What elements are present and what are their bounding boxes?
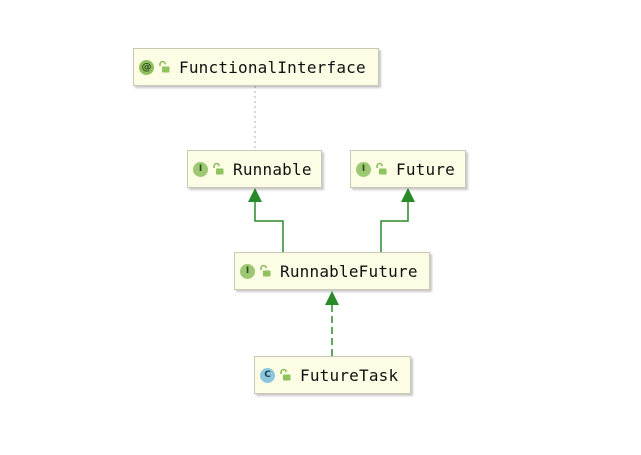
- unlocked-public-icon: [260, 264, 271, 277]
- node-label: Runnable: [233, 159, 312, 179]
- unlocked-public-icon: [159, 60, 170, 73]
- edge-futuretask-implements-runnablefuture-arrowhead: [325, 291, 339, 305]
- interface-icon: I: [240, 263, 255, 279]
- unlocked-public-icon: [280, 368, 291, 381]
- edge-runnablefuture-extends-future: [380, 200, 409, 252]
- node-label: FunctionalInterface: [179, 57, 366, 77]
- node-runnable-future[interactable]: I RunnableFuture: [234, 252, 430, 290]
- unlocked-public-icon: [376, 162, 387, 175]
- node-functional-interface[interactable]: @ FunctionalInterface: [133, 48, 379, 86]
- interface-icon: I: [356, 161, 371, 177]
- node-label: FutureTask: [300, 365, 399, 385]
- node-label: RunnableFuture: [280, 261, 418, 281]
- edge-runnablefuture-extends-runnable: [254, 200, 284, 252]
- edge-runnablefuture-extends-future-arrowhead: [401, 188, 415, 202]
- node-label: Future: [396, 159, 455, 179]
- class-icon: C: [260, 367, 275, 383]
- node-runnable[interactable]: I Runnable: [187, 150, 322, 188]
- node-future-task[interactable]: C FutureTask: [254, 356, 411, 394]
- node-future[interactable]: I Future: [350, 150, 466, 188]
- annotation-icon: @: [139, 59, 154, 75]
- unlocked-public-icon: [213, 162, 224, 175]
- interface-icon: I: [193, 161, 208, 177]
- edge-runnablefuture-extends-runnable-arrowhead: [248, 188, 262, 202]
